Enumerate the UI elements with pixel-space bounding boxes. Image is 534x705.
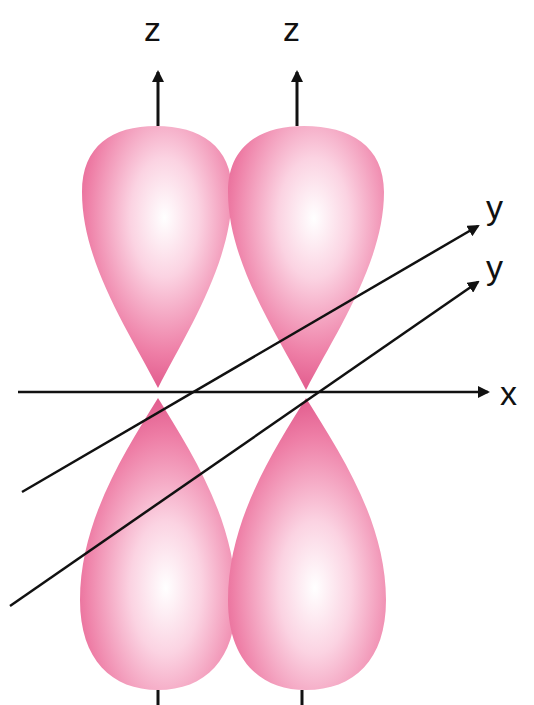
y-axis xyxy=(22,226,478,492)
axis-label: z xyxy=(283,12,300,46)
axis-label: z xyxy=(144,12,161,46)
z-axis xyxy=(296,72,299,126)
axis-label: x xyxy=(500,376,517,410)
z-axis xyxy=(301,690,304,705)
z-axis xyxy=(157,72,160,126)
orbital-lobe xyxy=(228,398,386,690)
orbital-lobe xyxy=(82,126,232,388)
orbital-lobe xyxy=(228,126,384,390)
axis-label: y xyxy=(486,250,503,284)
orbital-lobe xyxy=(80,398,236,690)
axis-label: y xyxy=(486,190,503,224)
x-axis xyxy=(18,391,488,394)
z-axis xyxy=(157,690,160,705)
y-axis xyxy=(10,282,478,606)
